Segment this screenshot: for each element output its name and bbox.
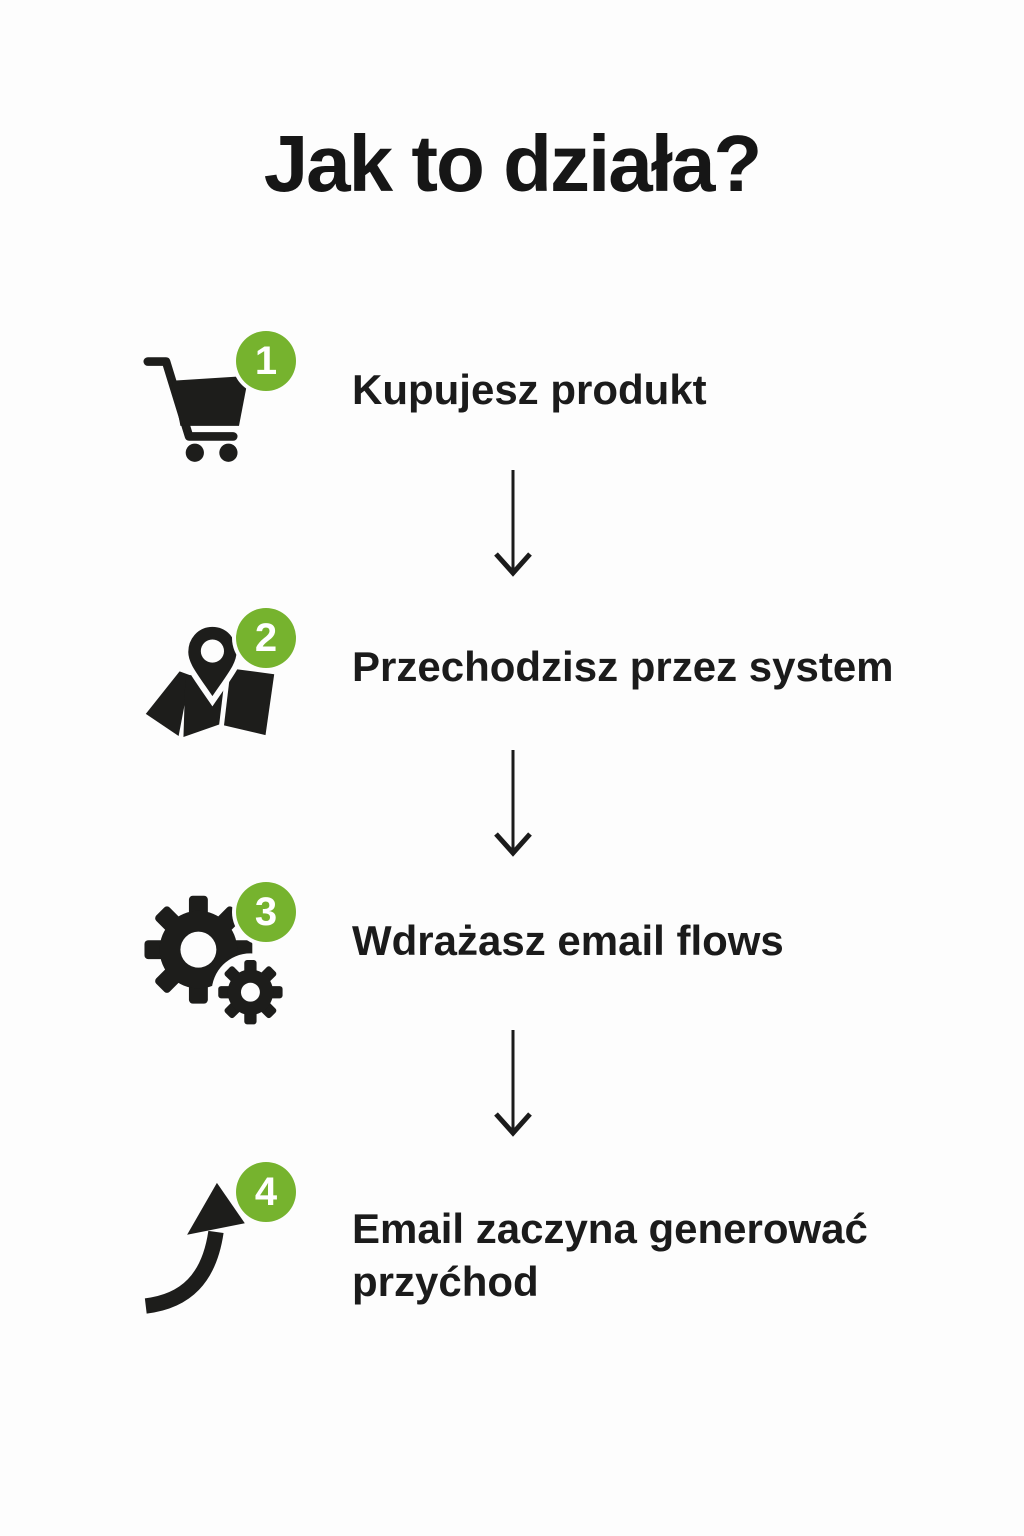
step-3-label: Wdrażasz email flows (352, 917, 784, 965)
step-row-2: 2 Przechodzisz przez system (140, 608, 960, 757)
down-arrow-icon (483, 748, 543, 864)
step-2-label: Przechodzisz przez system (352, 643, 894, 691)
down-arrow-icon (483, 1028, 543, 1144)
step-row-4: 4 Email zaczyna generować przyćhod (140, 1162, 960, 1314)
step-1-icon-wrap: 1 (140, 331, 308, 480)
step-number-badge: 3 (236, 882, 296, 942)
down-arrow-icon (483, 468, 543, 584)
step-2-icon-wrap: 2 (140, 608, 308, 757)
step-1-label: Kupujesz produkt (352, 366, 707, 414)
step-4-icon-wrap: 4 (140, 1162, 308, 1314)
step-row-1: 1 Kupujesz produkt (140, 331, 960, 480)
shopping-cart-icon (143, 357, 249, 462)
gears-icon (144, 895, 288, 1031)
page-title: Jak to działa? (263, 119, 763, 208)
step-3-icon-wrap: 3 (140, 882, 308, 1031)
step-number-badge: 2 (236, 608, 296, 668)
step-number-badge: 1 (236, 331, 296, 391)
step-number-badge: 4 (236, 1162, 296, 1222)
step-row-3: 3 Wdrażasz email flows (140, 882, 960, 1031)
growth-arrow-icon (144, 1182, 245, 1314)
step-4-label: Email zaczyna generować przyćhod (352, 1204, 868, 1305)
